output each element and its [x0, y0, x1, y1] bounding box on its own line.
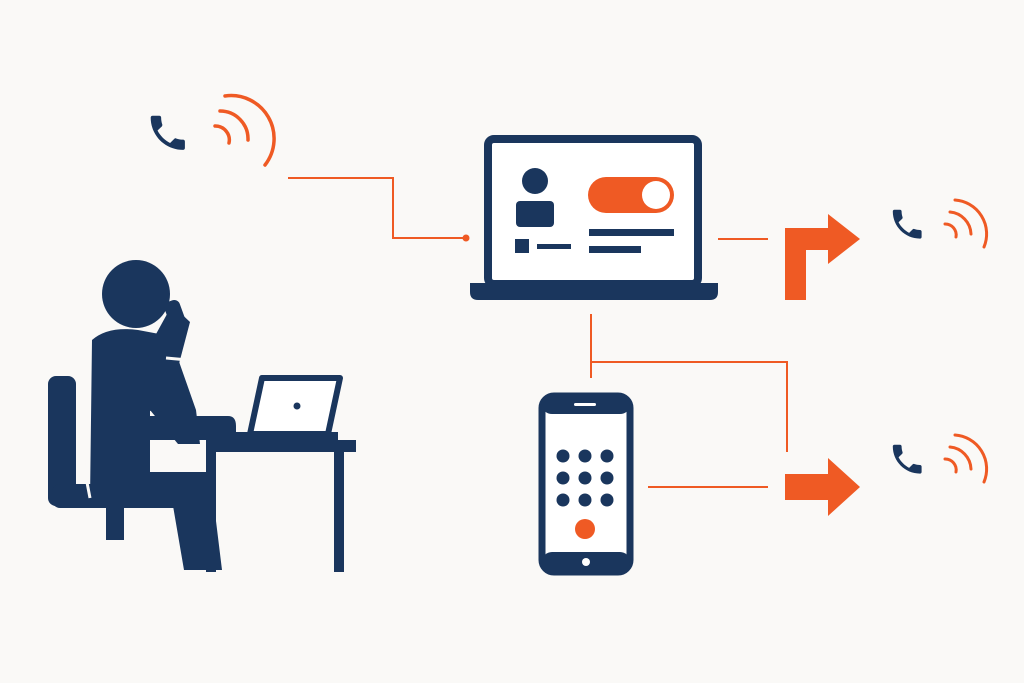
- forward-arrow-turn-icon: [785, 214, 860, 300]
- laptop-dashboard: [470, 135, 718, 300]
- keypad: [556, 449, 614, 507]
- connector-incoming-to-laptop: [288, 177, 465, 239]
- mobile-dialer: [538, 392, 634, 576]
- user-avatar-icon: [516, 168, 554, 227]
- dashboard-list: [515, 229, 674, 253]
- person-at-desk: [48, 260, 356, 572]
- forwarded-phone-icon-1: [892, 198, 989, 249]
- forwarded-phone-icon-2: [892, 433, 989, 484]
- toggle-switch[interactable]: [588, 177, 674, 213]
- person-on-phone-icon: [90, 260, 236, 570]
- incoming-phone-icon: [150, 93, 276, 167]
- desk-icon: [206, 440, 356, 572]
- connector-laptop-to-forward-2: [591, 361, 788, 452]
- connectors: [288, 177, 788, 488]
- connector-dot: [462, 234, 470, 242]
- call-button[interactable]: [575, 519, 595, 539]
- forward-arrow-right-icon: [785, 458, 860, 516]
- laptop-base: [470, 283, 718, 300]
- desk-laptop-icon: [226, 375, 343, 440]
